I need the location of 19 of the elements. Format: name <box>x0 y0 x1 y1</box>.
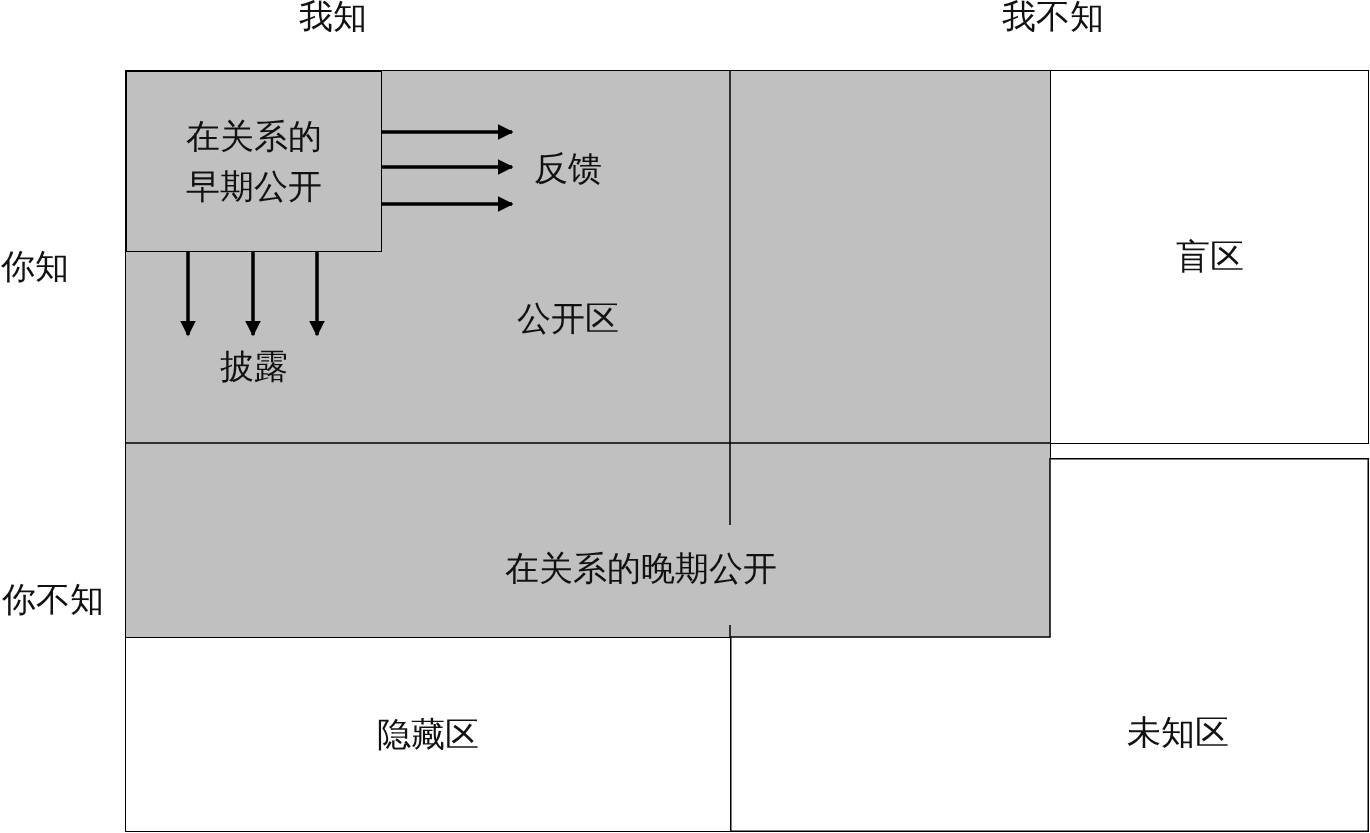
arrow <box>245 251 261 337</box>
arrow <box>381 159 514 175</box>
quadrant-box: 盲区 <box>1050 70 1369 444</box>
arrow-label: 披露 <box>171 336 336 398</box>
zone-label: 在关系的晚期公开 <box>505 549 777 589</box>
axis-label: 我不知 <box>1002 0 1104 37</box>
arrow-label: 反馈 <box>513 121 623 216</box>
quadrant-box: 隐藏区 <box>125 637 731 832</box>
zone-label: 未知区 <box>1127 713 1229 753</box>
axis-label: 你不知 <box>2 580 104 620</box>
process-box: 在关系的早期公开 <box>126 71 382 252</box>
arrow <box>180 251 196 337</box>
quadrant-panel <box>125 70 1051 638</box>
arrow <box>381 124 514 140</box>
arrow <box>381 196 514 212</box>
axis-label: 我知 <box>299 0 367 37</box>
arrow <box>309 251 325 337</box>
axis-label: 你知 <box>1 247 69 287</box>
zone-label: 公开区 <box>517 299 619 339</box>
